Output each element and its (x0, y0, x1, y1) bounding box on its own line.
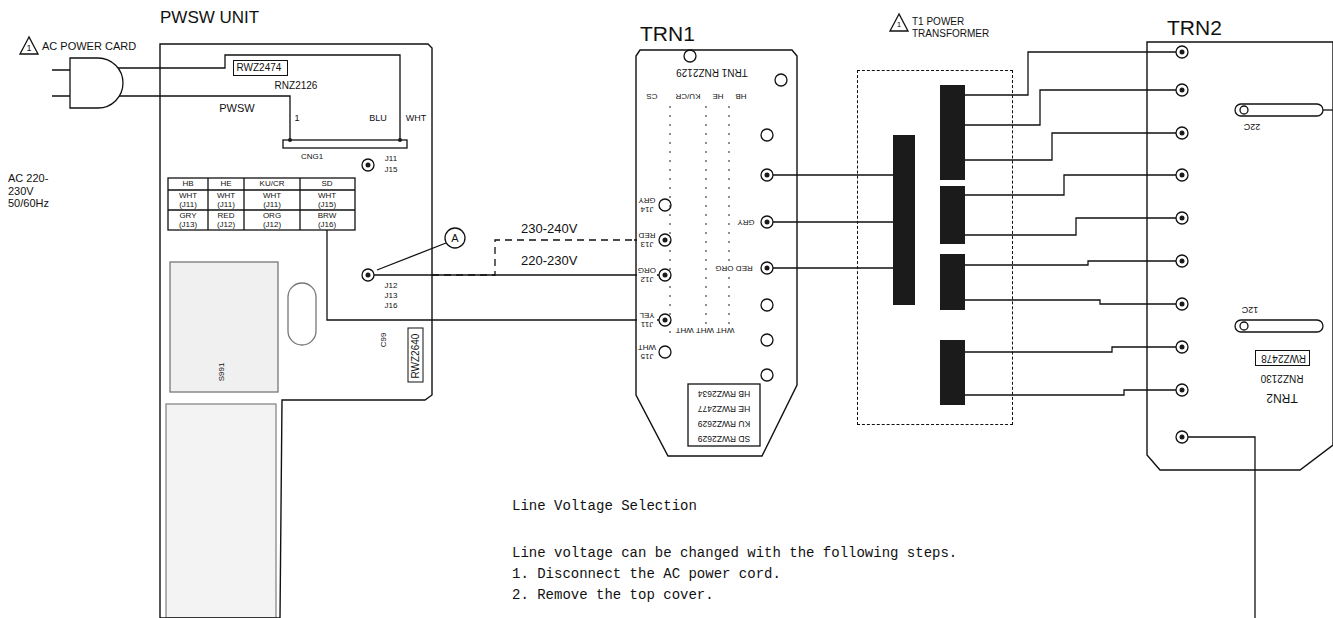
terminal-label: J16 (385, 301, 398, 310)
terminal-label: J13 RED (637, 231, 657, 249)
terminal-label: J12 (385, 281, 398, 290)
wire (432, 274, 634, 275)
wire (1013, 52, 1145, 95)
wire (797, 174, 857, 175)
wire (1013, 300, 1145, 304)
table-cell: WHT (J11) (259, 191, 285, 209)
part-label: 12C (1242, 305, 1259, 315)
wire (432, 319, 634, 320)
part-label: RNZ2126 (275, 80, 318, 92)
table-cell: WHT (J11) (213, 191, 239, 209)
part-label: TRN2 (1266, 390, 1297, 404)
wire-color: RED ORG (714, 263, 753, 272)
board-title: TRN1 (640, 22, 695, 46)
part-label: AC 220-230V 50/60Hz (8, 172, 66, 210)
table-cell: WHT (J11) (175, 191, 201, 209)
part-number-box: RWZ2640 (407, 328, 423, 383)
part-label: TRN1 RNZ2129 (676, 66, 748, 78)
column-header: HB (735, 91, 746, 100)
warning-number: 1 (26, 43, 31, 53)
wire (1013, 133, 1145, 160)
model-part-number: KU RWZ2629 (698, 418, 750, 428)
terminal-label: J15 WHT (637, 343, 657, 361)
board-edge (636, 50, 797, 456)
part-label: S991 (217, 363, 226, 382)
table-cell: HB (182, 179, 193, 188)
wire (1013, 390, 1145, 395)
board-edge (1147, 42, 1333, 470)
part-number: RWZ2640 (408, 331, 422, 382)
part-label: AC POWER CARD (42, 40, 136, 53)
board-outline (158, 40, 432, 618)
wire (1013, 90, 1145, 125)
terminal-label: J11 (385, 154, 397, 163)
warning-number: 1 (897, 20, 901, 29)
part-label: CNG1 (301, 152, 323, 161)
wire (1013, 347, 1145, 352)
table-cell: HE (220, 179, 231, 188)
wire-color: BLU (369, 113, 387, 123)
table-cell: GRY (J13) (175, 211, 201, 229)
wire (797, 221, 857, 222)
table-cell: ORG (J12) (259, 211, 285, 229)
table-cell: WHT (J15) (314, 191, 340, 209)
part-number: RWZ2474 (234, 61, 285, 75)
note-text: 1. Disconnect the AC power cord. (512, 566, 781, 582)
model-part-number: SD RWZ2629 (698, 433, 750, 443)
column-header: KU/CR (676, 91, 701, 100)
board-outline (1145, 40, 1333, 475)
wire (797, 267, 857, 268)
voltage-label: 220-230V (520, 254, 578, 269)
wire (1013, 218, 1145, 235)
part-number: RWZ2478 (1258, 352, 1309, 366)
terminal-label: J14 GRY (637, 196, 657, 214)
voltage-label: 230-240V (520, 222, 578, 237)
model-part-number: HB RWZ2634 (698, 388, 750, 398)
note-text: Line Voltage Selection (512, 498, 697, 514)
terminal-label: J15 (385, 165, 398, 174)
circuit-board: PWSW UNITRWZ2474RWZ2640 (158, 40, 432, 618)
model-part-number: HE RWZ2477 (698, 403, 750, 413)
board-title: PWSW UNIT (160, 8, 259, 28)
board-title: T1 POWER TRANSFORMER (912, 16, 992, 39)
transformer-outline: T1 POWER TRANSFORMER (857, 70, 1013, 425)
circuit-board: TRN2 RWZ2478 (1145, 40, 1333, 475)
table-cell: RED (J12) (213, 211, 239, 229)
pin-label: 1 (294, 113, 299, 123)
column-header: CS (646, 91, 657, 100)
part-label: PWSW (219, 102, 254, 115)
part-number-box: RWZ2478 (1255, 350, 1310, 366)
board-title: TRN2 (1167, 16, 1222, 40)
terminal-label: J12 ORG (637, 266, 657, 284)
terminal-label: J13 (385, 291, 398, 300)
table-cell: SD (321, 179, 332, 188)
note-text: Line voltage can be changed with the fol… (512, 545, 957, 561)
wire-color: GRY (737, 217, 754, 226)
terminal-label: J11 YEL (637, 311, 657, 329)
wire (432, 240, 634, 275)
wire-color: WHT WHT WHT (675, 325, 736, 334)
part-label: C99 (379, 333, 388, 348)
board-edge (160, 44, 432, 618)
part-label: RNZ2130 (1261, 372, 1304, 384)
wire (1013, 261, 1145, 265)
part-number-box: RWZ2474 (233, 60, 288, 76)
part-label: 22C (1244, 122, 1261, 132)
wire-color: WHT (406, 113, 427, 123)
table-cell: BRW (J16) (314, 211, 340, 229)
callout-letter: A (451, 232, 458, 245)
table-cell: KU/CR (260, 179, 285, 188)
column-header: HE (712, 91, 723, 100)
note-text: 2. Remove the top cover. (512, 587, 714, 603)
wire (1013, 175, 1145, 195)
